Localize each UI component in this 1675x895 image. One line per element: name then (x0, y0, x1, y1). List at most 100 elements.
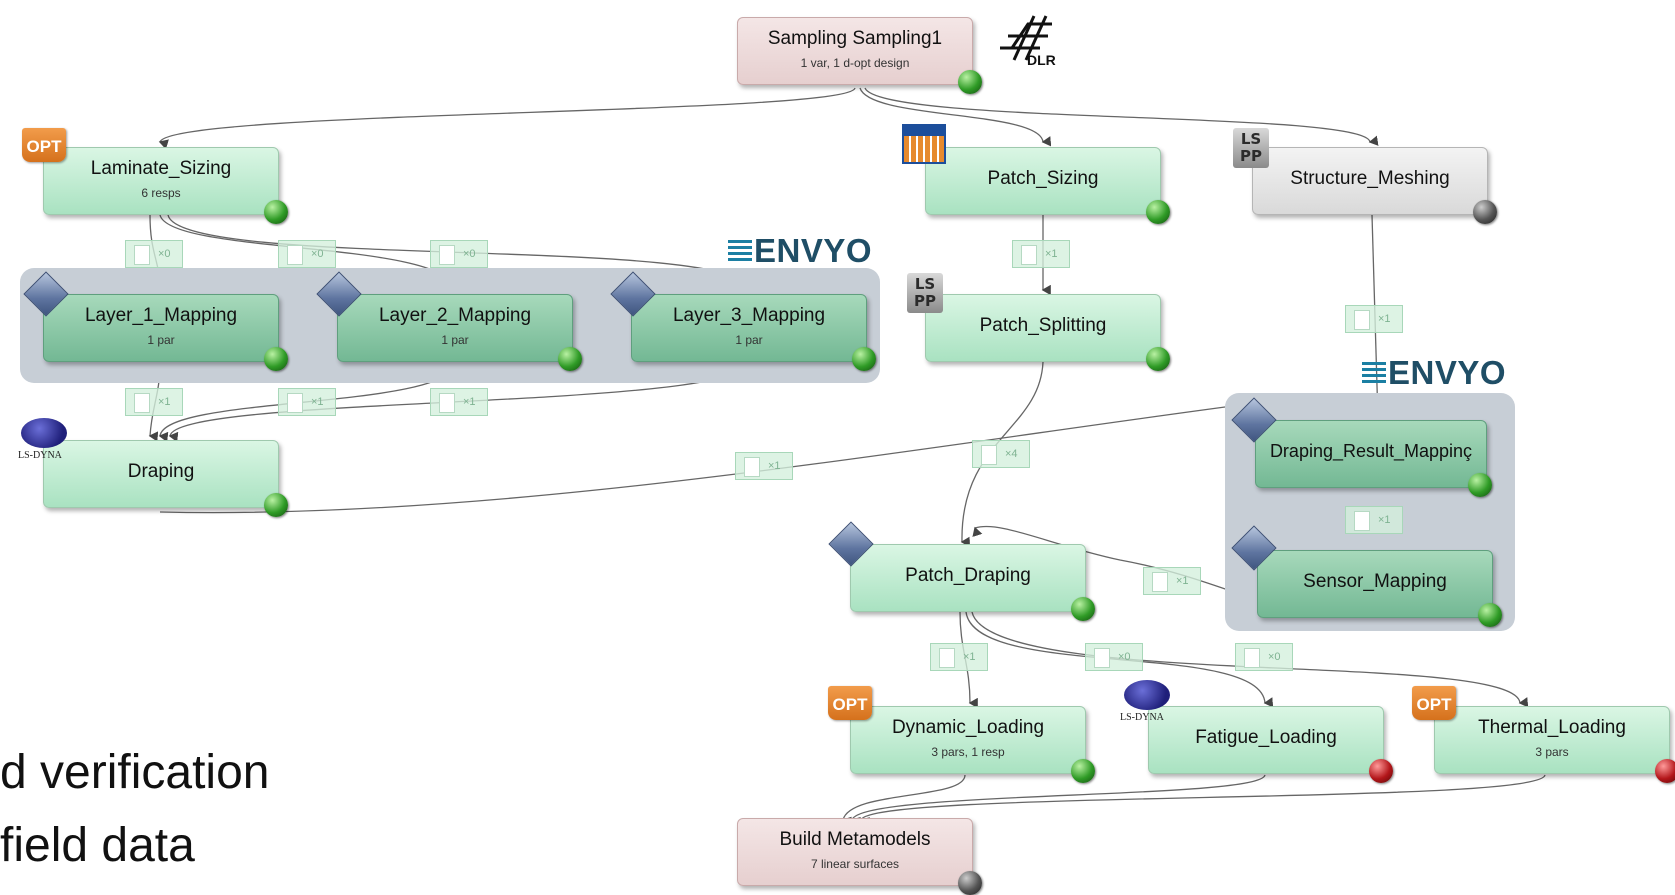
node-title: Fatigue_Loading (1195, 727, 1337, 748)
link-count-badge[interactable]: ×0 (278, 240, 336, 268)
node-title: Dynamic_Loading (891, 717, 1045, 738)
node-subtitle: 3 pars, 1 resp (931, 745, 1005, 759)
status-indicator (264, 493, 288, 517)
link-count-badge[interactable]: ×1 (930, 643, 988, 671)
node-subtitle: 1 par (147, 333, 175, 347)
link-count-badge[interactable]: ×1 (125, 388, 183, 416)
link-count-badge[interactable]: ×1 (278, 388, 336, 416)
node-title: Laminate_Sizing (90, 158, 232, 179)
status-indicator (1473, 200, 1497, 224)
link-sampling-structure (864, 87, 1379, 146)
link-count-badge[interactable]: ×0 (1085, 643, 1143, 671)
status-indicator (1369, 759, 1393, 783)
opt-logo-label: OPT (832, 695, 868, 714)
link-count-badge[interactable]: ×4 (972, 440, 1030, 468)
node-patch-splitting[interactable]: Patch_Splitting (925, 294, 1170, 371)
link-splitting-patchdraping (960, 361, 1044, 548)
dlr-cross-icon (1000, 15, 1052, 61)
node-patch-draping[interactable]: Patch_Draping (850, 544, 1095, 621)
opt-logo-label: OPT (1416, 695, 1452, 714)
node-structure-meshing[interactable]: Structure_Meshing (1252, 147, 1497, 224)
link-sampling-patch-sizing (859, 87, 1052, 147)
caption-line-1: d verification (0, 746, 270, 799)
link-count-badge[interactable]: ×1 (1345, 506, 1403, 534)
node-title: Thermal_Loading (1478, 717, 1626, 738)
node-thermal-loading[interactable]: Thermal_Loading 3 pars (1434, 706, 1675, 783)
status-indicator (264, 200, 288, 224)
status-indicator (1655, 759, 1675, 783)
lspp-top: LS (914, 275, 936, 293)
link-count-badge[interactable]: ×1 (735, 452, 793, 480)
node-subtitle: 1 var, 1 d-opt design (800, 56, 910, 70)
envyo-wave-icon (1362, 362, 1386, 384)
opt-logo-label: OPT (26, 137, 62, 156)
envyo-label: ENVYO (754, 232, 873, 269)
envyo-label: ENVYO (1388, 354, 1507, 391)
envyo-logo: ENVYO (1362, 354, 1506, 392)
status-indicator (1146, 200, 1170, 224)
dlr-label: DLR (1027, 52, 1056, 68)
lsdyna-label: LS-DYNA (18, 450, 62, 461)
opt-logo: OPT (22, 128, 66, 162)
node-sampling[interactable]: Sampling Sampling1 1 var, 1 d-opt design (737, 17, 982, 94)
envyo-logo: ENVYO (728, 232, 872, 270)
node-title: Layer_3_Mapping (672, 305, 826, 326)
globe-icon (1124, 680, 1170, 710)
link-count-badge[interactable]: ×0 (1235, 643, 1293, 671)
link-fatigue-build (850, 774, 1266, 828)
node-fatigue-loading[interactable]: Fatigue_Loading (1148, 706, 1393, 783)
node-sensor-mapping[interactable]: Sensor_Mapping (1257, 550, 1502, 627)
node-subtitle: 1 par (441, 333, 469, 347)
status-indicator (558, 347, 582, 371)
node-patch-sizing[interactable]: Patch_Sizing (925, 147, 1170, 224)
node-subtitle: 1 par (735, 333, 763, 347)
link-sampling-laminate (158, 87, 856, 150)
node-title: Sensor_Mapping (1303, 571, 1447, 592)
link-count-badge[interactable]: ×1 (430, 388, 488, 416)
node-title: Build Metamodels (779, 829, 931, 850)
envyo-wave-icon (728, 240, 752, 262)
node-draping-result-mapping[interactable]: Draping_Result_Mappinç (1255, 420, 1492, 497)
node-title: Structure_Meshing (1290, 168, 1450, 189)
caption-line-2: field data (0, 819, 195, 872)
node-title: Sampling Sampling1 (767, 28, 943, 49)
link-count-badge[interactable]: ×0 (125, 240, 183, 268)
link-count-badge[interactable]: ×1 (1345, 305, 1403, 333)
opt-logo: OPT (828, 686, 872, 720)
node-draping[interactable]: Draping (43, 440, 288, 517)
node-layer-3-mapping[interactable]: Layer_3_Mapping 1 par (631, 294, 876, 371)
node-title: Layer_1_Mapping (84, 305, 238, 326)
link-count-badge[interactable]: ×1 (1012, 240, 1070, 268)
status-indicator (852, 347, 876, 371)
opt-logo: OPT (1412, 686, 1456, 720)
lspp-logo: LS PP (907, 273, 943, 313)
node-layer-1-mapping[interactable]: Layer_1_Mapping 1 par (43, 294, 288, 371)
lspp-top: LS (1240, 130, 1262, 148)
node-title: Patch_Draping (905, 565, 1031, 586)
status-indicator (1146, 347, 1170, 371)
dlr-logo: DLR (992, 8, 1067, 68)
node-title: Draping (127, 461, 195, 482)
lspp-bottom: PP (1240, 147, 1262, 165)
link-count-badge[interactable]: ×1 (1143, 567, 1201, 595)
node-title: Draping_Result_Mappinç (1269, 441, 1473, 461)
node-layer-2-mapping[interactable]: Layer_2_Mapping 1 par (337, 294, 582, 371)
node-dynamic-loading[interactable]: Dynamic_Loading 3 pars, 1 resp (850, 706, 1095, 783)
status-indicator (1071, 597, 1095, 621)
grid-tool-icon (902, 124, 946, 164)
link-thermal-build (859, 774, 1546, 828)
lspp-bottom: PP (914, 292, 936, 310)
node-subtitle: 3 pars (1535, 745, 1569, 759)
lsdyna-label: LS-DYNA (1120, 712, 1164, 723)
globe-icon (21, 418, 67, 448)
node-build-metamodels[interactable]: Build Metamodels 7 linear surfaces (737, 818, 982, 895)
link-count-badge[interactable]: ×0 (430, 240, 488, 268)
node-title: Layer_2_Mapping (378, 305, 532, 326)
status-indicator (1478, 603, 1502, 627)
node-title: Patch_Sizing (987, 168, 1099, 189)
lspp-logo: LS PP (1233, 128, 1269, 168)
node-laminate-sizing[interactable]: Laminate_Sizing 6 resps (43, 147, 288, 224)
node-subtitle: 7 linear surfaces (810, 857, 900, 871)
node-subtitle: 6 resps (141, 186, 181, 200)
status-indicator (958, 871, 982, 895)
